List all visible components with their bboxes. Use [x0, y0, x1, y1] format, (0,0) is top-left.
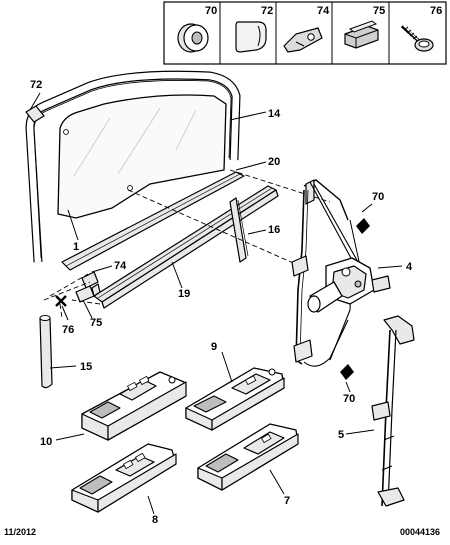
switch-panel-7 [197, 423, 299, 491]
screw-icon [400, 24, 434, 52]
legend-ref-76: 76 [430, 5, 442, 17]
parts-legend: 70 72 74 75 76 [163, 1, 447, 65]
legend-ref-75: 75 [373, 5, 385, 17]
glass-guide-rail [371, 315, 415, 507]
callout-70-lower: 70 [343, 393, 355, 405]
glass-clip-icon [283, 27, 323, 53]
legend-ref-72: 72 [261, 5, 273, 17]
legend-ref-74: 74 [317, 5, 330, 17]
callout-19: 19 [178, 288, 190, 300]
callout-14: 14 [268, 108, 281, 120]
window-regulator [291, 179, 391, 367]
callout-74: 74 [114, 260, 127, 272]
regulator-rod [39, 315, 53, 389]
callout-4: 4 [406, 261, 413, 273]
switch-panel-8 [71, 443, 177, 513]
callout-72: 72 [30, 79, 42, 91]
callout-16: 16 [268, 224, 280, 236]
outer-weatherstrip [61, 171, 245, 271]
callout-76: 76 [62, 324, 74, 336]
grommet-icon [177, 23, 209, 53]
callout-9: 9 [211, 341, 217, 353]
diagram-reference-number: 00044136 [399, 527, 440, 537]
callout-5: 5 [338, 429, 344, 441]
screw-marker-76 [55, 295, 67, 307]
callout-20: 20 [268, 156, 280, 168]
grommet-70-upper [356, 218, 370, 234]
callout-15: 15 [80, 361, 92, 373]
retainer-75 [75, 285, 95, 303]
callout-70-upper: 70 [372, 191, 384, 203]
guide-channel [229, 197, 249, 263]
legend-ref-70: 70 [205, 5, 217, 17]
switch-panel-9 [185, 367, 285, 431]
callout-1: 1 [73, 241, 79, 253]
callout-75: 75 [90, 317, 102, 329]
callout-8: 8 [152, 514, 158, 526]
clip-icon [235, 21, 267, 53]
retainer-icon [344, 20, 379, 49]
callout-7: 7 [284, 495, 290, 507]
switch-panel-10 [81, 371, 187, 441]
retainer-75b [91, 283, 101, 297]
diagram-date: 11/2012 [4, 527, 37, 537]
grommet-70-lower [340, 364, 354, 380]
callout-10: 10 [40, 436, 52, 448]
